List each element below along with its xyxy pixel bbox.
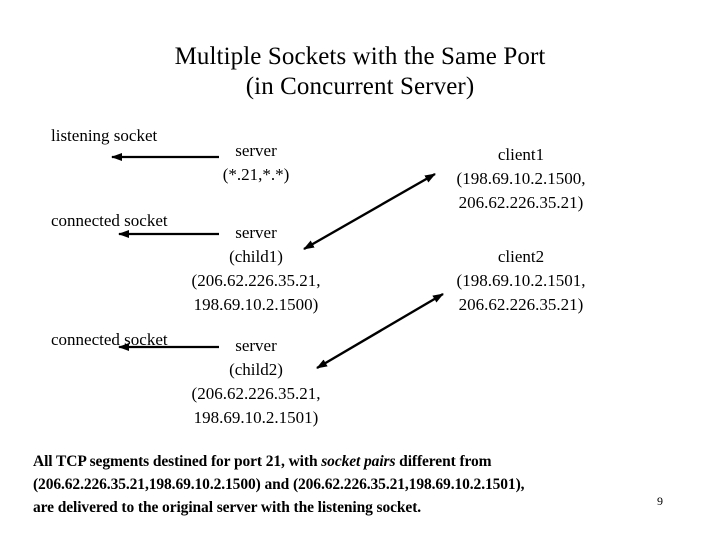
client1-line-3: 206.62.226.35.21) — [458, 193, 584, 212]
client2-line-3: 206.62.226.35.21) — [458, 295, 584, 314]
page-title: Multiple Sockets with the Same Port (in … — [0, 42, 720, 102]
caption-line-1: All TCP segments destined for port 21, w… — [33, 450, 643, 473]
server-listening-line-2: (*.21,*.*) — [222, 165, 290, 184]
server-child2-line-2: (child2) — [229, 360, 283, 379]
node-server-child1: server (child1) (206.62.226.35.21, 198.6… — [192, 221, 321, 317]
caption-line-2: (206.62.226.35.21,198.69.10.2.1500) and … — [33, 476, 525, 493]
caption-emphasis-socket-pairs: socket pairs — [321, 453, 396, 470]
caption-block: All TCP segments destined for port 21, w… — [33, 450, 643, 519]
server-child1-line-3: (206.62.226.35.21, — [191, 271, 321, 290]
label-connected-socket-2: connected socket — [51, 330, 168, 349]
title-line-2: (in Concurrent Server) — [245, 73, 475, 100]
node-server-child2: server (child2) (206.62.226.35.21, 198.6… — [192, 334, 321, 430]
node-server-listening: server (*.21,*.*) — [223, 139, 290, 187]
client1-line-2: (198.69.10.2.1500, — [456, 169, 586, 188]
server-child1-line-1: server — [235, 223, 277, 242]
client1-line-1: client1 — [497, 145, 545, 164]
server-child2-line-3: (206.62.226.35.21, — [191, 384, 321, 403]
node-client1: client1 (198.69.10.2.1500, 206.62.226.35… — [457, 143, 586, 215]
client2-line-2: (198.69.10.2.1501, — [456, 271, 586, 290]
server-child1-line-4: 198.69.10.2.1500) — [193, 295, 319, 314]
server-child2-line-1: server — [235, 336, 277, 355]
caption-line-1-part-a: All TCP segments destined for port 21, w… — [33, 453, 322, 470]
client2-line-1: client2 — [497, 247, 545, 266]
caption-line-1-part-b: different from — [395, 453, 492, 470]
caption-line-3: are delivered to the original server wit… — [33, 499, 422, 516]
title-line-1: Multiple Sockets with the Same Port — [174, 43, 546, 70]
node-client2: client2 (198.69.10.2.1501, 206.62.226.35… — [457, 245, 586, 317]
arrow-child2-client2 — [316, 292, 444, 370]
server-listening-line-1: server — [235, 141, 277, 160]
arrow-child1-client1 — [303, 172, 436, 251]
label-listening-socket: listening socket — [51, 126, 158, 145]
server-child2-line-4: 198.69.10.2.1501) — [193, 408, 319, 427]
page-number: 9 — [657, 494, 663, 508]
server-child1-line-2: (child1) — [229, 247, 283, 266]
label-connected-socket-1: connected socket — [51, 211, 168, 230]
